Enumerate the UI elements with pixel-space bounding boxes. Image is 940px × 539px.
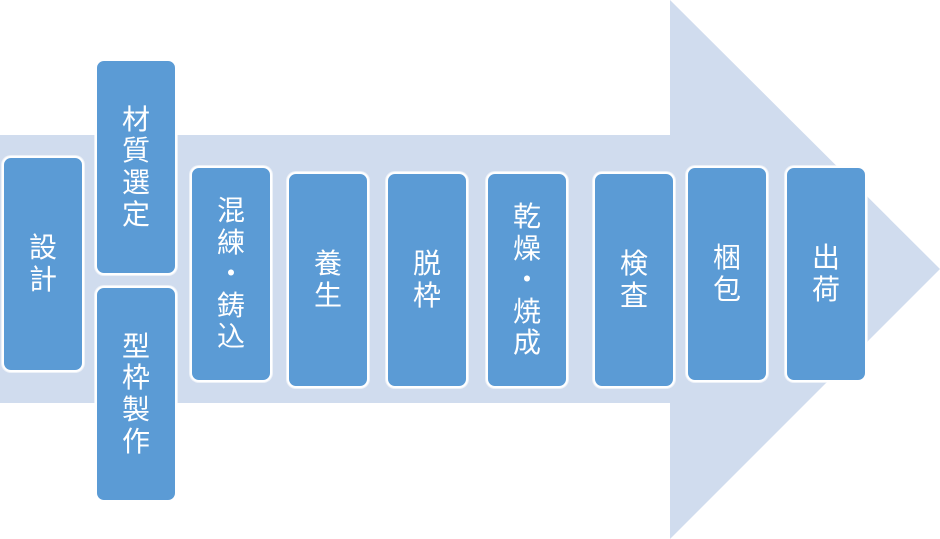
step-inspection-label: 検 査 bbox=[619, 247, 648, 312]
step-demolding-label: 脱 枠 bbox=[412, 247, 441, 312]
step-mixing-casting: 混 練 ・ 鋳 込 bbox=[190, 166, 272, 382]
step-packing: 梱 包 bbox=[686, 166, 768, 382]
step-design: 設 計 bbox=[2, 156, 84, 372]
step-drying-firing: 乾 燥 ・ 焼 成 bbox=[486, 172, 568, 388]
step-mixing-casting-label: 混 練 ・ 鋳 込 bbox=[216, 193, 245, 354]
step-material-selection: 材 質 選 定 bbox=[95, 59, 177, 275]
step-demolding: 脱 枠 bbox=[386, 172, 468, 388]
step-drying-firing-label: 乾 燥 ・ 焼 成 bbox=[512, 199, 541, 360]
step-inspection: 検 査 bbox=[593, 172, 675, 388]
step-curing-label: 養 生 bbox=[313, 247, 342, 312]
step-material-selection-label: 材 質 選 定 bbox=[121, 102, 150, 231]
step-curing: 養 生 bbox=[287, 172, 369, 388]
step-packing-label: 梱 包 bbox=[712, 241, 741, 306]
step-mold-making-label: 型 枠 製 作 bbox=[121, 329, 150, 458]
step-shipping-label: 出 荷 bbox=[811, 241, 840, 306]
step-mold-making: 型 枠 製 作 bbox=[95, 286, 177, 502]
step-design-label: 設 計 bbox=[28, 231, 57, 296]
step-shipping: 出 荷 bbox=[785, 166, 867, 382]
